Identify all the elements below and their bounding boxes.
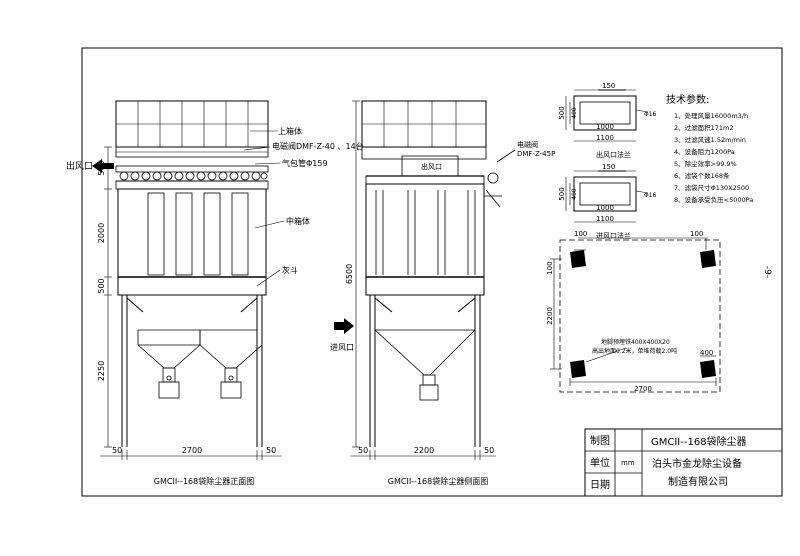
dim-500-mid: 500: [97, 278, 106, 293]
foundation-dim-400: 400: [700, 349, 713, 357]
outlet-arrow-icon: [92, 159, 114, 173]
front-caption: GMCII--168袋除尘器正面图: [154, 476, 254, 486]
tech-params-title: 技术参数:: [666, 93, 709, 106]
title-block-unit: 单位: [590, 456, 610, 469]
outlet-dim-1100: 1100: [596, 134, 614, 142]
title-block-product: GMCII--168袋除尘器: [651, 435, 747, 448]
middle-box-label: 中箱体: [286, 216, 310, 226]
tech-param-item: 8、设备承受负压<5000Pa: [674, 195, 753, 204]
tech-param-item: 4、设备阻力1200Pa: [674, 147, 735, 156]
inlet-dim-1100: 1100: [596, 215, 614, 223]
side-view: 出风口 电磁阀 DMF-Z-45P: [330, 100, 555, 486]
sheet-border: [81, 47, 783, 497]
side-dim-50-left: 50: [358, 446, 368, 455]
side-inlet-label: 进风口: [330, 343, 354, 352]
foundation-note-2: 高出地面0.2米，单堆荷载2.0吨: [592, 347, 677, 355]
support-legs: [121, 295, 263, 447]
air-header-pipe: [115, 165, 269, 173]
hoppers: [137, 329, 263, 399]
page-number: -9-: [762, 266, 772, 278]
inlet-dim-500: 500: [558, 187, 566, 200]
foundation-note-1: 地脚预埋铁400X400X20: [601, 338, 670, 346]
air-pipe-label: 气包管Φ159: [282, 158, 328, 168]
title-block-unit-value: mm: [621, 459, 635, 467]
side-outlet-label: 出风口: [421, 162, 442, 171]
inlet-dim-400: 400: [571, 188, 578, 200]
side-dim-50-right: 50: [484, 446, 494, 455]
foundation-dim-100-left: 100: [546, 261, 554, 274]
inlet-phi16: Φ16: [644, 192, 657, 199]
title-block: 制图 单位 mm 日期 GMCII--168袋除尘器 泊头市金龙除尘设备 制造有…: [584, 428, 783, 497]
front-vertical-dimensions: [104, 146, 112, 448]
front-outlet-label: 出风口: [66, 160, 93, 172]
dim-2000: 2000: [97, 223, 106, 243]
outlet-flange-caption: 出风口法兰: [596, 150, 631, 159]
outlet-flange: 150 500 400 1000 1100 Φ16 出风口法兰: [558, 82, 657, 159]
outlet-dim-150: 150: [602, 82, 615, 90]
side-solenoid-model: DMF-Z-45P: [517, 150, 555, 158]
title-block-made-by: 制图: [590, 434, 610, 447]
outlet-phi16: Φ16: [644, 111, 657, 118]
dim-50-right: 50: [266, 446, 276, 455]
inlet-dim-1000: 1000: [596, 204, 614, 212]
tech-param-item: 5、除尘效率>99.9%: [674, 159, 737, 168]
front-view: 出风口 上箱体 电磁阀DMF-Z-40 、14台 气包管Φ159 中箱体 灰斗 …: [66, 100, 364, 486]
foundation-dim-2700: 2700: [634, 385, 652, 393]
side-solenoid-label: 电磁阀: [517, 140, 538, 149]
solenoid-label: 电磁阀DMF-Z-40 、14台: [272, 141, 364, 151]
foundation-dim-100-top: 100: [574, 230, 587, 238]
dim-500-top: 500: [97, 160, 106, 175]
title-block-company-2: 制造有限公司: [668, 475, 728, 488]
tech-param-item: 6、滤袋个数168条: [674, 171, 730, 180]
foundation-dim-2200: 2200: [546, 307, 554, 325]
outlet-dim-1000: 1000: [596, 123, 614, 131]
upper-box-label: 上箱体: [278, 126, 302, 136]
inlet-dim-150: 150: [602, 163, 615, 171]
inlet-flange-caption: 进风口法兰: [596, 231, 631, 240]
inlet-flange: 150 500 400 1000 1100 Φ16 进风口法兰: [558, 163, 657, 240]
hopper-label: 灰斗: [282, 265, 298, 275]
title-block-company-1: 泊头市金龙除尘设备: [652, 457, 742, 470]
side-caption: GMCII--168袋除尘器侧面图: [388, 476, 488, 486]
tech-params: 技术参数: 1、处理风量16000m3/h 2、过滤面积171m2 3、过滤风速…: [666, 93, 753, 204]
inlet-arrow-icon: [334, 318, 354, 334]
foundation-dim-100-right: 100: [690, 230, 703, 238]
tech-param-item: 1、处理风量16000m3/h: [674, 111, 748, 120]
foundation-pads: [570, 250, 716, 378]
tech-param-item: 2、过滤面积171m2: [674, 123, 734, 132]
outlet-dim-500: 500: [558, 106, 566, 119]
side-valve: [484, 149, 516, 208]
foundation-plan: 100 100 100 2200 2700 400 地脚预埋铁400X400X2…: [546, 230, 721, 393]
dim-6500: 6500: [345, 264, 354, 284]
front-horizontal-dimensions: [100, 450, 282, 460]
dim-2700: 2700: [182, 446, 202, 455]
outlet-dim-400: 400: [571, 107, 578, 119]
solenoid-valves: [119, 171, 268, 181]
dim-2200: 2200: [414, 446, 434, 455]
tech-param-item: 7、滤袋尺寸Φ130X2500: [674, 183, 749, 192]
title-block-date: 日期: [590, 479, 610, 491]
dim-50-left: 50: [112, 446, 122, 455]
dim-2250: 2250: [97, 361, 106, 381]
tech-param-item: 3、过滤风速1.52m/min: [674, 135, 746, 144]
upper-box-grid: [116, 101, 268, 147]
